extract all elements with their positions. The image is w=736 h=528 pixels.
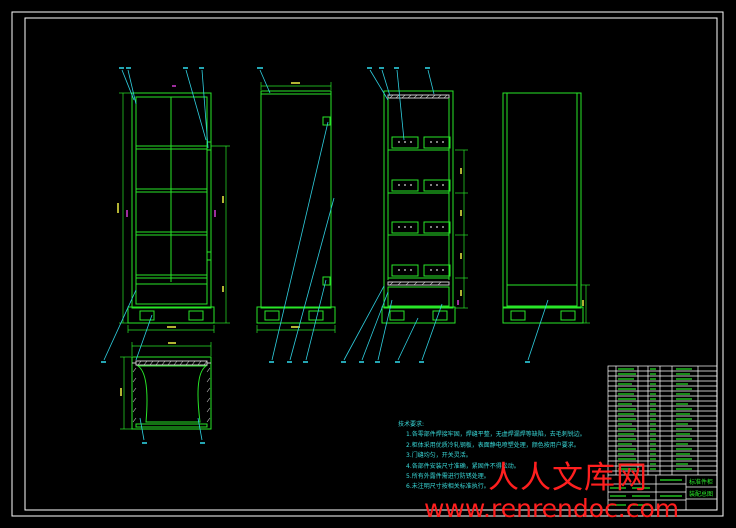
magenta-markers [126,85,459,305]
top-view-hatching [132,360,211,423]
bin-label-marks [398,141,444,271]
note-line: 2.柜体采用优质冷轧钢板，表面静电喷塑处理，颜色按用户要求。 [406,441,580,449]
dimension-lines [119,82,590,430]
inner-frame [24,17,718,511]
watermark-url[interactable]: www.renrendoc.com [424,494,680,523]
front-view-door [256,90,336,324]
leader-lines [103,69,549,441]
note-line: 5.所有外露件需进行防锈处理。 [406,473,490,481]
outer-frame [11,11,724,517]
dimension-values [117,82,584,396]
drawing-designation: 装配总图 [689,490,713,498]
watermark-brand: 人人文库网 [488,460,648,496]
technical-requirements: 技术要求: 1.各零部件焊接牢固，焊缝平整，无虚焊漏焊等缺陷，去毛刺锐边。 2.… [398,420,586,493]
parts-list-table [607,365,718,511]
section-view [381,90,456,324]
parts-list-entries [610,368,692,506]
side-view [502,92,584,324]
note-line: 6.未注明尺寸按相关标准执行。 [406,483,490,491]
drawing-name: 标准件柜 [689,478,713,486]
front-view-shelves [127,92,215,324]
top-view [131,356,212,430]
note-line: 4.各部件安装尺寸准确，紧固件不得松动。 [406,462,520,470]
section-hatching [389,94,448,286]
notes-heading: 技术要求: [398,421,425,428]
title-block-text: 标准件柜 装配总图 [689,478,713,498]
note-line: 1.各零部件焊接牢固，焊缝平整，无虚焊漏焊等缺陷，去毛刺锐边。 [406,431,586,439]
note-line: 3.门缝均匀，开关灵活。 [406,452,472,460]
leader-numbers [101,67,530,444]
